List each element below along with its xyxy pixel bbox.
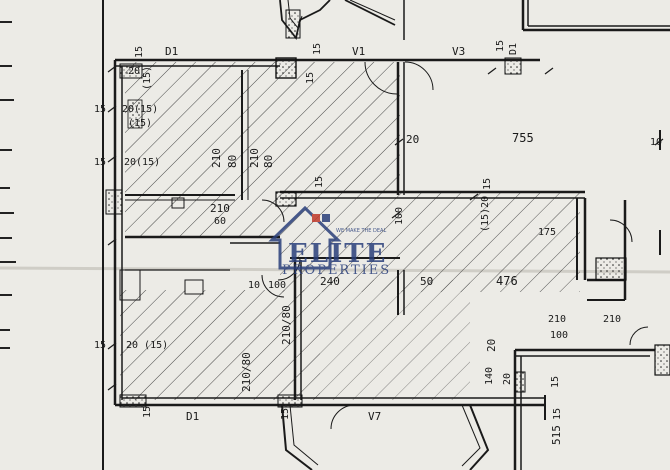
dim-v3: V3 xyxy=(452,45,465,58)
dim-210-80-v: 210/80 xyxy=(280,305,293,345)
dim-15-b: (15) xyxy=(142,66,153,90)
dim-175: 175 xyxy=(538,227,556,238)
dim-50: 50 xyxy=(420,275,433,288)
dim-d1-top-right: D1 xyxy=(508,43,519,55)
dim-15-r: 15 xyxy=(314,176,325,188)
dim-210-e: 210 xyxy=(603,314,621,325)
columns xyxy=(105,9,670,408)
dim-20-x: 20 xyxy=(485,339,498,352)
margin-marks xyxy=(0,21,16,349)
dimension-ticks xyxy=(107,65,664,391)
logo-house-icon xyxy=(268,205,342,270)
dim-140: 140 xyxy=(484,367,495,385)
dim-15-z: 15 xyxy=(550,376,561,388)
logo-square-red xyxy=(312,214,320,222)
dim-16-h: (15) xyxy=(128,118,152,129)
hatched-rooms xyxy=(120,62,580,400)
dim-10-b: 10 xyxy=(248,280,260,291)
dim-100-a: 100 xyxy=(394,207,405,225)
dim-210-c: 210 xyxy=(210,202,230,215)
dim-10-a: 10 xyxy=(650,137,662,148)
dim-d1-bottom: D1 xyxy=(186,410,199,423)
dimension-labels: 15 D1 15 V1 V3 15 D1 20 (15) 15 20(15) (… xyxy=(94,40,662,445)
dim-15-top-b: 15 xyxy=(312,43,323,55)
dim-100-c: 100 xyxy=(550,330,568,341)
dim-15-20: (15)20 xyxy=(480,196,491,232)
dim-100-b: 100 xyxy=(268,280,286,291)
dim-240: 240 xyxy=(320,275,340,288)
dim-80-b: 80 xyxy=(262,155,275,168)
dim-15-t: 15 xyxy=(94,340,106,351)
dim-515: 515 xyxy=(550,425,563,445)
dim-15-e: 15 xyxy=(94,157,106,168)
dim-15-g: 15 xyxy=(305,72,316,84)
door-swings xyxy=(261,61,649,430)
logo-subname: PROPERTIES xyxy=(282,263,391,278)
logo-name: ELITE xyxy=(288,239,387,269)
dim-20-a: 20 xyxy=(128,66,140,77)
dim-15-bottom-a: 15 xyxy=(142,406,153,418)
dim-210-d: 210 xyxy=(548,314,566,325)
dim-210-80-a: 210 xyxy=(210,148,223,168)
dim-v1: V1 xyxy=(352,45,365,58)
dim-20-y: 20 xyxy=(502,373,513,385)
dim-15-bottom-b: 15 xyxy=(280,408,291,420)
dim-15-top-a: 15 xyxy=(134,46,145,58)
dim-15-c: 15 xyxy=(94,104,106,115)
dim-755: 755 xyxy=(512,131,534,145)
dim-v7: V7 xyxy=(368,410,381,423)
logo-square-blue xyxy=(322,214,330,222)
dim-210-80-w: 210/80 xyxy=(240,352,253,392)
dim-80-a: 80 xyxy=(226,155,239,168)
dim-20-15-f: 20(15) xyxy=(124,157,160,168)
dim-d1-top: D1 xyxy=(165,45,178,58)
walls xyxy=(113,0,670,470)
dim-15-bottom-c: 15 xyxy=(552,408,563,420)
dim-476: 476 xyxy=(496,274,518,288)
dim-20-15-u: 20 (15) xyxy=(126,340,168,351)
dim-15-s: 15 xyxy=(482,178,493,190)
dim-210-b: 210 xyxy=(248,148,261,168)
dim-60: 60 xyxy=(214,216,226,227)
logo-tagline: WE MAKE THE DEAL xyxy=(336,228,386,234)
dim-20-15-d: 20(15) xyxy=(122,104,158,115)
dim-20-i: 20 xyxy=(406,133,419,146)
dim-15-top-c: 15 xyxy=(495,40,506,52)
elite-properties-watermark: WE MAKE THE DEAL ELITE PROPERTIES xyxy=(268,205,391,278)
